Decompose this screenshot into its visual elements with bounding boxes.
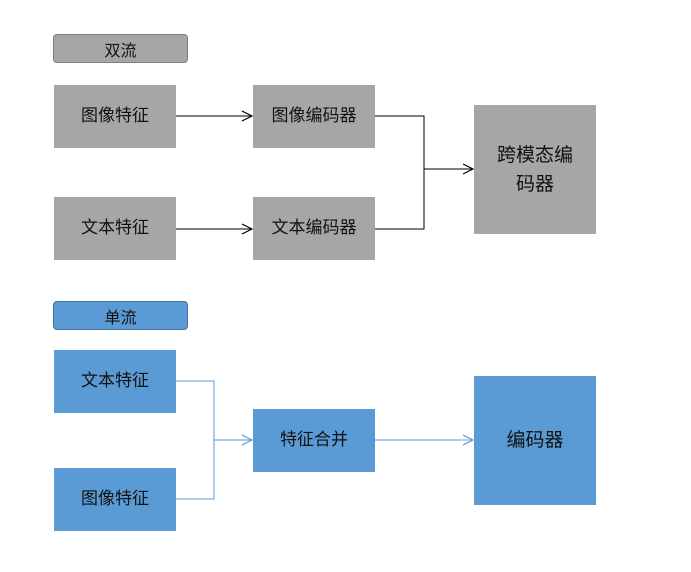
image-encoder-node: 图像编码器 xyxy=(253,85,375,148)
text-encoder-node: 文本编码器 xyxy=(253,197,375,260)
feature-merge-node: 特征合并 xyxy=(253,409,375,472)
connector-text-encoder-to-merge xyxy=(375,169,425,230)
connector-text-feature-to-merge xyxy=(176,380,215,440)
cross-modal-encoder-node: 跨模态编码器 xyxy=(474,105,596,234)
single-stream-label: 单流 xyxy=(53,301,188,330)
dual-text-feature-node: 文本特征 xyxy=(54,197,176,260)
dual-stream-label: 双流 xyxy=(53,34,188,63)
dual-image-feature-node: 图像特征 xyxy=(54,85,176,148)
single-text-feature-node: 文本特征 xyxy=(54,350,176,413)
single-image-feature-node: 图像特征 xyxy=(54,468,176,531)
connector-image-feature-to-merge xyxy=(176,440,215,500)
connector-image-encoder-to-merge xyxy=(375,115,425,169)
encoder-node: 编码器 xyxy=(474,376,596,505)
cross-modal-encoder-text: 跨模态编码器 xyxy=(496,144,573,195)
